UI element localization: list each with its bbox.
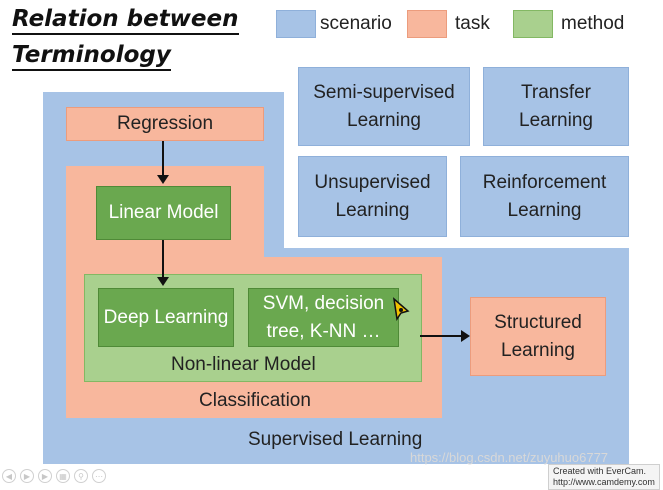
legend-scenario-label: scenario: [320, 13, 392, 34]
structured-learning-box: Structured Learning: [470, 297, 606, 376]
arrow-linear-to-deep: [157, 240, 169, 286]
supervised-learning-label: Supervised Learning: [248, 429, 423, 450]
media-controls: ◀ ▶ ▶ ▦ ⚲ ⋯: [2, 469, 106, 483]
semi-supervised-box: Semi-supervised Learning: [298, 67, 470, 146]
legend-scenario-swatch: [276, 10, 316, 38]
unsupervised-box: Unsupervised Learning: [298, 156, 447, 237]
legend-task-label: task: [455, 13, 490, 34]
evercam-badge: Created with EverCam. http://www.camdemy…: [548, 464, 660, 490]
watermark-url: https://blog.csdn.net/zuyuhuo6777: [410, 450, 609, 465]
pen-cursor-icon: [392, 297, 410, 321]
evercam-line-1: Created with EverCam.: [553, 466, 647, 476]
nonlinear-model-label: Non-linear Model: [171, 354, 316, 375]
title-line-2: Terminology: [12, 42, 171, 71]
deep-learning-box: Deep Learning: [98, 288, 234, 347]
evercam-line-2: http://www.camdemy.com: [553, 477, 655, 487]
regression-box: Regression: [66, 107, 264, 141]
legend-task-swatch: [407, 10, 447, 38]
reinforcement-box: Reinforcement Learning: [460, 156, 629, 237]
classification-label: Classification: [199, 390, 311, 411]
legend-method-swatch: [513, 10, 553, 38]
svm-tree-knn-box: SVM, decision tree, K-NN …: [248, 288, 399, 347]
title-line-1: Relation between: [12, 6, 239, 35]
arrow-to-structured: [420, 330, 470, 342]
arrow-regression-to-linear: [157, 141, 169, 184]
transfer-box: Transfer Learning: [483, 67, 629, 146]
legend-method-label: method: [561, 13, 625, 34]
linear-model-box: Linear Model: [96, 186, 231, 240]
